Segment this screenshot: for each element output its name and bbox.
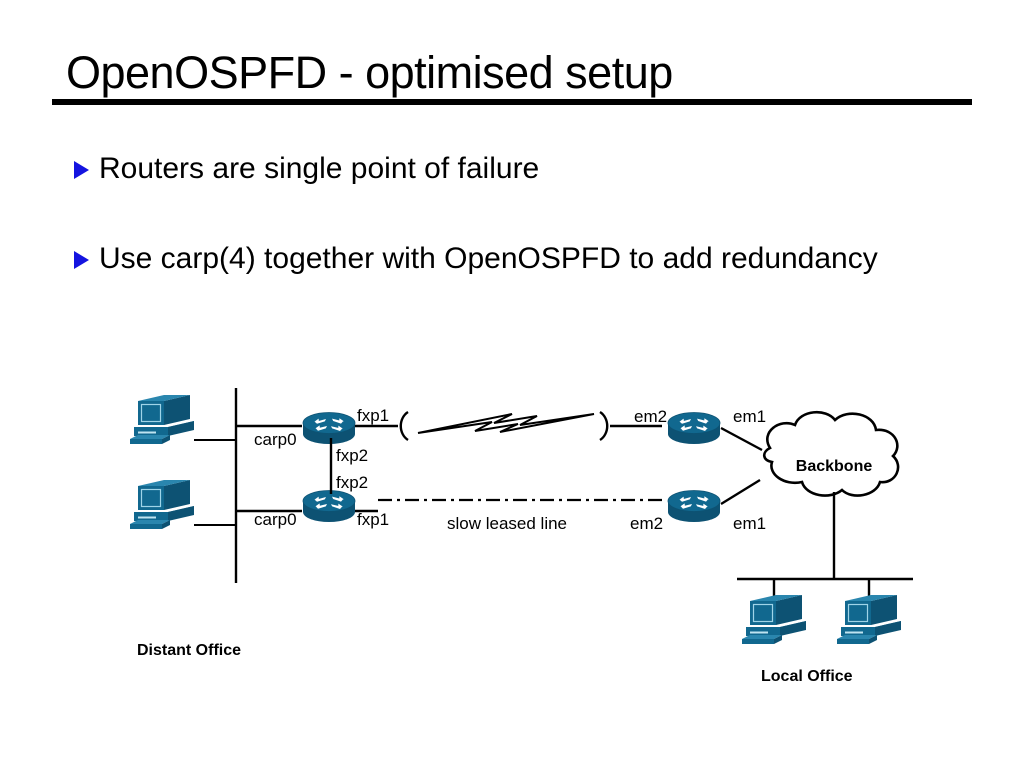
router-local-top <box>667 412 721 445</box>
label-backbone: Backbone <box>796 458 873 475</box>
link-router-top-to-cloud <box>720 426 763 452</box>
bullet-text-0: Routers are single point of failure <box>99 152 540 185</box>
label-em2-bottom: em2 <box>630 514 663 533</box>
link-router-bottom-to-cloud <box>720 478 761 506</box>
pc-distant-top <box>129 394 195 445</box>
label-fxp1-bottom: fxp1 <box>357 510 389 529</box>
router-distant-top <box>302 412 356 445</box>
bullet-item-0: Routers are single point of failure <box>74 148 954 189</box>
pc-distant-bottom <box>129 479 195 530</box>
title-underline-rule <box>52 99 972 105</box>
wan-arc-left <box>399 410 409 442</box>
label-local-office: Local Office <box>761 668 853 685</box>
pc-local-right <box>836 594 902 645</box>
label-fxp2-top: fxp2 <box>336 446 368 465</box>
wan-arc-right <box>599 410 609 442</box>
network-diagram: carp0 carp0 fxp1 fxp2 fxp2 fxp1 slow lea… <box>0 370 1024 700</box>
lightning-bolt-icon <box>417 413 595 434</box>
bullet-triangle-icon <box>74 161 89 179</box>
page-title: OpenOSPFD - optimised setup <box>66 47 673 98</box>
bullet-item-1: Use carp(4) together with OpenOSPFD to a… <box>74 238 894 279</box>
label-fxp1-top: fxp1 <box>357 406 389 425</box>
cloud-backbone: Backbone <box>762 411 900 497</box>
label-em1-bottom: em1 <box>733 514 766 533</box>
cloud-shape <box>762 411 900 497</box>
bullet-triangle-icon <box>74 251 89 269</box>
label-distant-office: Distant Office <box>137 642 241 659</box>
pc-local-left <box>741 594 807 645</box>
router-local-bottom <box>667 490 721 523</box>
label-carp0-top: carp0 <box>254 430 297 449</box>
label-em1-top: em1 <box>733 407 766 426</box>
label-em2-top: em2 <box>634 407 667 426</box>
bullet-text-1: Use carp(4) together with OpenOSPFD to a… <box>99 242 878 275</box>
label-fxp2-bottom: fxp2 <box>336 473 368 492</box>
router-distant-bottom <box>302 490 356 523</box>
label-carp0-bottom: carp0 <box>254 510 297 529</box>
label-slow-leased-line: slow leased line <box>447 514 567 533</box>
